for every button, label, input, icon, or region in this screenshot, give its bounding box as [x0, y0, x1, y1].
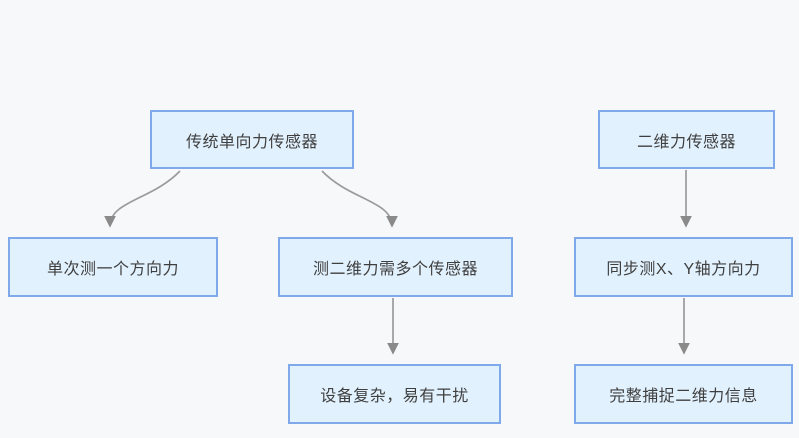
node-complex-interference[interactable]: 设备复杂，易有干扰: [288, 364, 501, 424]
node-needs-multiple[interactable]: 测二维力需多个传感器: [278, 237, 513, 297]
node-full-capture[interactable]: 完整捕捉二维力信息: [574, 364, 793, 424]
node-label: 测二维力需多个传感器: [312, 261, 478, 278]
node-two-dim-sensor[interactable]: 二维力传感器: [598, 110, 775, 169]
arrow-traditional-to-single-direction: [104, 170, 181, 228]
node-label: 同步测X、Y轴方向力: [606, 261, 761, 278]
node-sync-xy[interactable]: 同步测X、Y轴方向力: [574, 237, 793, 297]
node-label: 单次测一个方向力: [46, 261, 179, 278]
node-traditional-sensor[interactable]: 传统单向力传感器: [150, 110, 354, 169]
node-label: 二维力传感器: [636, 133, 736, 151]
arrow-traditional-to-needs-multiple: [321, 170, 398, 228]
node-label: 传统单向力传感器: [185, 133, 318, 151]
node-label: 设备复杂，易有干扰: [320, 388, 469, 405]
node-label: 完整捕捉二维力信息: [609, 388, 758, 405]
node-single-direction[interactable]: 单次测一个方向力: [8, 237, 218, 297]
